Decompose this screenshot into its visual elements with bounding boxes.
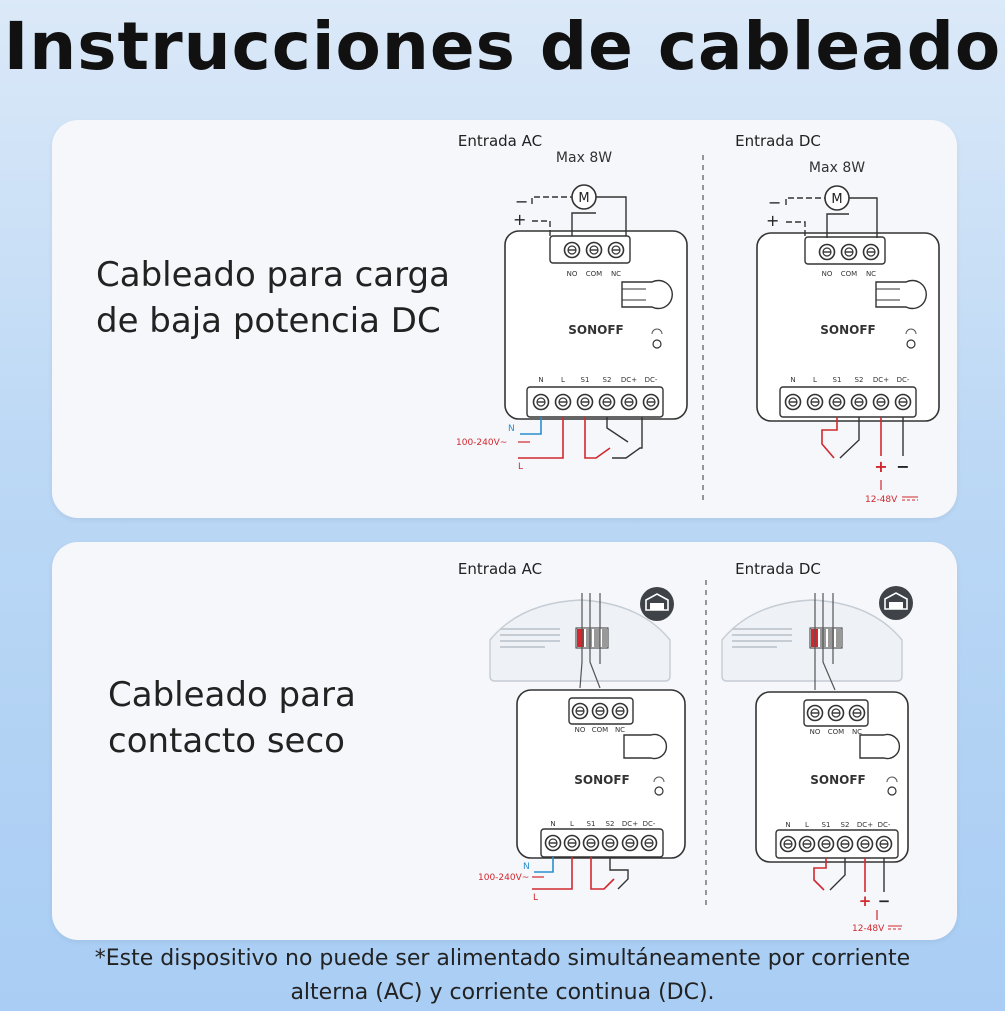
wifi-icon: [651, 328, 663, 349]
term-n: N: [790, 376, 795, 384]
term-no: NO: [822, 270, 833, 278]
plus-sign: +: [513, 210, 526, 229]
term-nc: NC: [866, 270, 876, 278]
term-s2: S2: [603, 376, 612, 384]
footnote-line1: *Este dispositivo no puede ser alimentad…: [94, 946, 911, 971]
term-dcplus: DC+: [621, 376, 637, 384]
term-no: NO: [810, 728, 821, 736]
garage-door-icon: [879, 586, 913, 620]
term-l: L: [561, 376, 565, 384]
panel2-heading: Cableado para contacto seco: [108, 672, 356, 764]
panel1-right-input-wiring: + − 12-48V: [821, 417, 918, 505]
ac-voltage-label: 100-240V~: [478, 873, 529, 883]
panel1-left-max: Max 8W: [556, 150, 612, 166]
term-dcminus: DC-: [643, 820, 656, 828]
term-s1: S1: [822, 821, 831, 829]
panel2-left-garage-controller: [489, 593, 671, 689]
panel1-left-input-wiring: N L 100-240V~: [456, 417, 643, 472]
brand-logo: SONOFF: [810, 773, 865, 787]
minus-sign: −: [515, 192, 528, 211]
term-no: NO: [567, 270, 578, 278]
brand-logo: SONOFF: [820, 323, 875, 337]
term-l: L: [570, 820, 574, 828]
term-n: N: [550, 820, 555, 828]
panel1-heading-line1: Cableado para carga: [96, 255, 450, 295]
term-no: NO: [575, 726, 586, 734]
term-com: COM: [841, 270, 857, 278]
plus-sign: +: [766, 211, 779, 230]
panel1-left-motor-wiring: M − +: [513, 184, 627, 236]
panel2-right-device: NO COM NC SONOFF N L S1 S2 DC+ DC-: [755, 691, 909, 863]
term-s1: S1: [833, 376, 842, 384]
panel2-heading-line2: contacto seco: [108, 721, 345, 761]
dc-minus-sign: −: [878, 892, 891, 910]
dc-voltage-label: 12-48V: [865, 495, 898, 505]
panel2-heading-line1: Cableado para: [108, 675, 356, 715]
panel2-left-label: Entrada AC: [458, 560, 542, 578]
line-label: L: [533, 893, 538, 903]
panel1-left-label: Entrada AC: [458, 132, 542, 150]
term-com: COM: [828, 728, 844, 736]
wifi-icon: [905, 328, 917, 349]
term-l: L: [813, 376, 817, 384]
neutral-label: N: [523, 862, 530, 872]
term-s1: S1: [581, 376, 590, 384]
dc-plus-sign: +: [874, 457, 887, 476]
wifi-icon: [653, 776, 665, 796]
panel1-heading: Cableado para carga de baja potencia DC: [96, 252, 450, 344]
panel1-right-motor-wiring: M − +: [766, 185, 878, 238]
brand-logo: SONOFF: [568, 323, 623, 337]
term-l: L: [805, 821, 809, 829]
term-s2: S2: [606, 820, 615, 828]
panel2-left-input-wiring: N L 100-240V~: [478, 857, 629, 903]
term-n: N: [538, 376, 543, 384]
page-title: Instrucciones de cableado: [3, 8, 1002, 85]
garage-door-icon: [640, 587, 674, 621]
dc-minus-sign: −: [896, 457, 909, 476]
panel1-right-max: Max 8W: [809, 160, 865, 176]
term-dcminus: DC-: [897, 376, 910, 384]
term-dcminus: DC-: [645, 376, 658, 384]
panel2-right-garage-controller: [721, 593, 903, 691]
dc-voltage-label: 12-48V: [852, 924, 885, 934]
term-n: N: [785, 821, 790, 829]
neutral-label: N: [508, 424, 515, 434]
brand-logo: SONOFF: [574, 773, 629, 787]
panel2-right-label: Entrada DC: [735, 560, 821, 578]
wifi-icon: [886, 776, 898, 796]
footnote: *Este dispositivo no puede ser alimentad…: [0, 942, 1005, 1010]
term-com: COM: [592, 726, 608, 734]
motor-icon: M: [831, 192, 842, 207]
panel1-heading-line2: de baja potencia DC: [96, 301, 441, 341]
term-nc: NC: [852, 728, 862, 736]
term-dcplus: DC+: [622, 820, 638, 828]
term-dcplus: DC+: [857, 821, 873, 829]
term-dcminus: DC-: [878, 821, 891, 829]
motor-icon: M: [578, 191, 589, 206]
panel1-right-label: Entrada DC: [735, 132, 821, 150]
panel1-right-device: NO COM NC SONOFF N L S1 S2 DC+ DC-: [756, 232, 940, 422]
dc-plus-sign: +: [859, 892, 872, 910]
term-dcplus: DC+: [873, 376, 889, 384]
panel1-left-device: NO COM NC SONOFF N L S1 S2 DC+ DC-: [504, 230, 688, 420]
term-com: COM: [586, 270, 602, 278]
ac-voltage-label: 100-240V~: [456, 438, 507, 448]
panel2-right-input-wiring: + − 12-48V: [813, 858, 902, 934]
term-s2: S2: [855, 376, 864, 384]
footnote-line2: alterna (AC) y corriente continua (DC).: [290, 980, 715, 1005]
term-s2: S2: [841, 821, 850, 829]
term-nc: NC: [611, 270, 621, 278]
minus-sign: −: [768, 193, 781, 212]
term-s1: S1: [587, 820, 596, 828]
panel2-left-device: NO COM NC SONOFF N L S1 S2 DC+ DC-: [516, 689, 686, 859]
line-label: L: [518, 462, 523, 472]
term-nc: NC: [615, 726, 625, 734]
